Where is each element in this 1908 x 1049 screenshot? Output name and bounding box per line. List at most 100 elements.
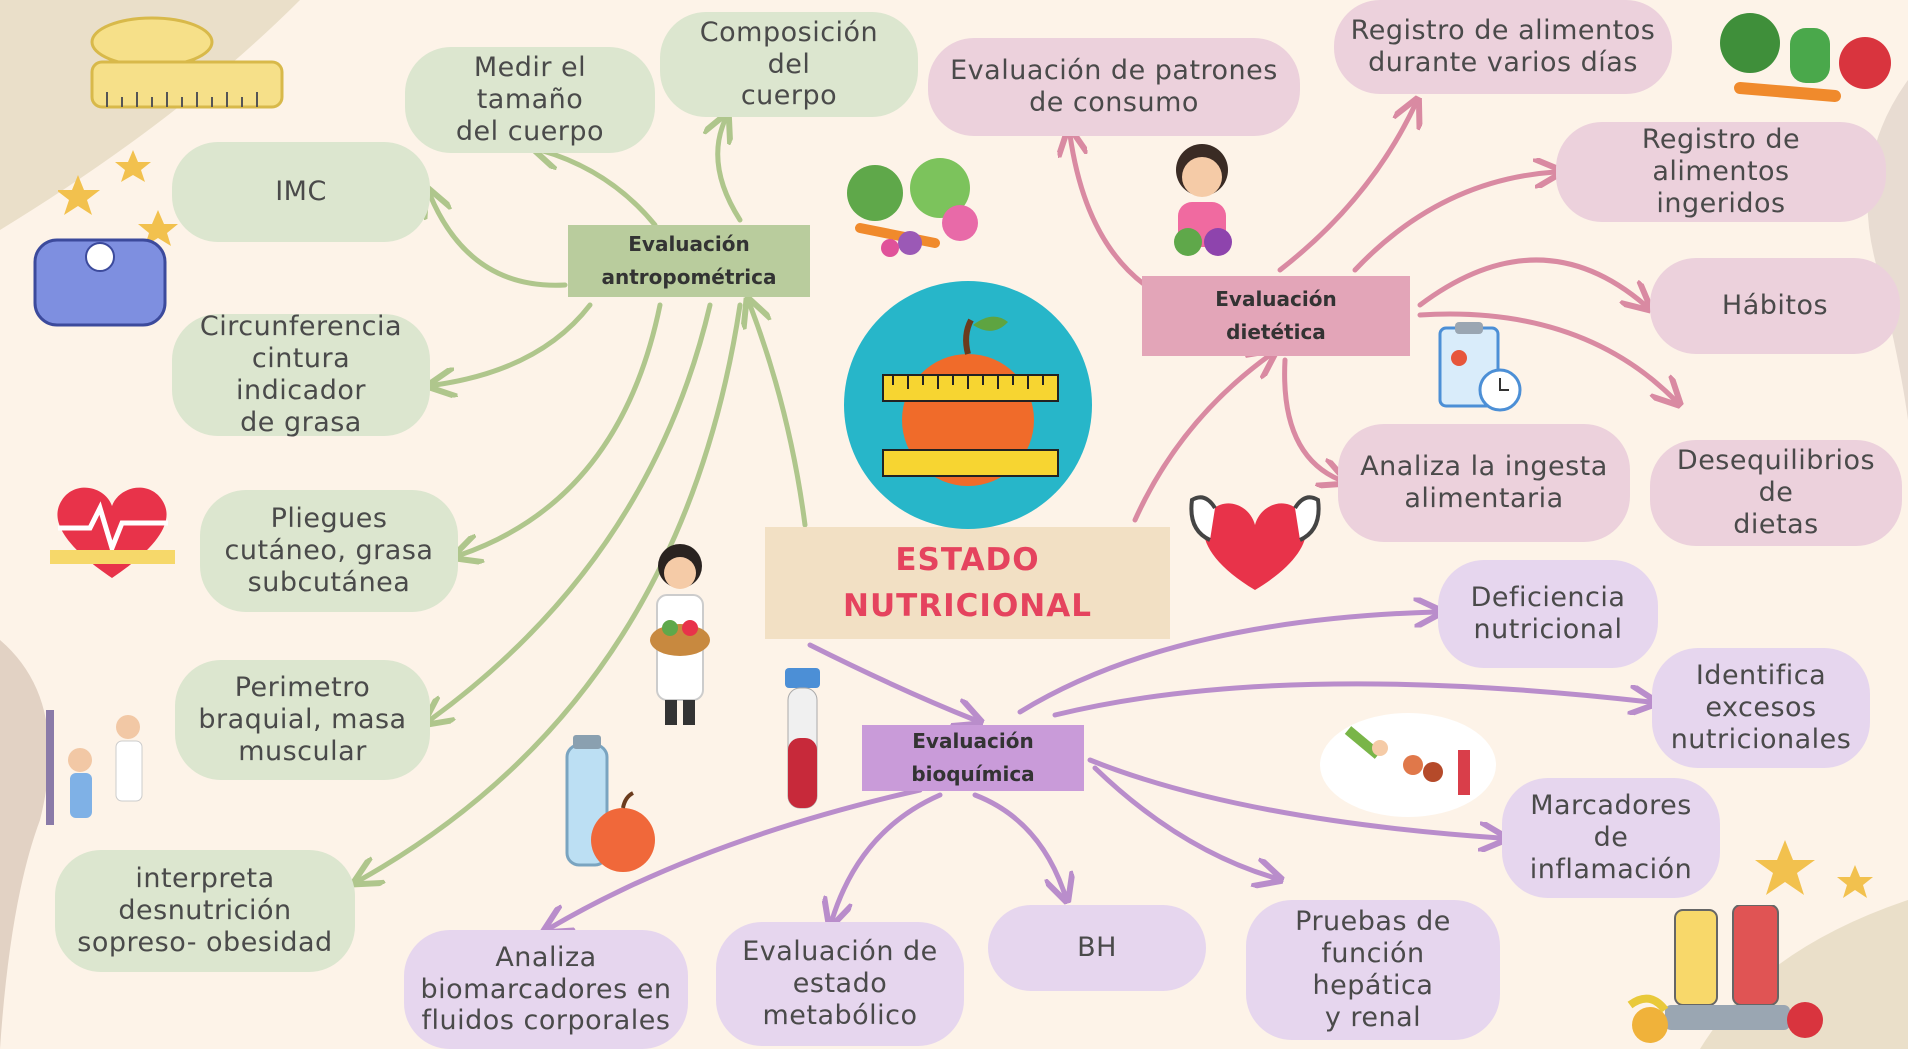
arrow-to-patrones [1070, 135, 1148, 288]
node-excesos-line1: Identifica [1695, 660, 1827, 692]
hub-bioquimica-line1: Evaluación [912, 729, 1034, 753]
node-perimetro-line2: braquial, masa [198, 704, 407, 736]
node-patrones-line1: Evaluación de patrones [950, 55, 1278, 87]
node-metabolico-line3: metabólico [762, 999, 918, 1031]
node-biomarcadores-line1: Analiza [495, 941, 597, 973]
exercise-icon [1320, 713, 1496, 817]
node-ingesta-line1: Analiza la ingesta [1360, 451, 1608, 483]
heart-pulse-icon [50, 487, 175, 578]
node-composicion-line2: cuerpo [740, 80, 838, 112]
node-biomarcadores-line3: fluidos corporales [421, 1005, 671, 1037]
hub-dietetica: Evaluación dietética [1142, 276, 1410, 356]
hub-antropometrica-line1: Evaluación [628, 232, 750, 256]
arrow-to-bh [972, 792, 1065, 895]
node-pruebas-line2: función hepática [1312, 938, 1434, 1001]
node-imc: IMC [172, 142, 430, 242]
test-tube-icon [785, 668, 820, 809]
node-interpreta-line2: desnutrición [118, 895, 292, 927]
node-metabolico-line2: estado [792, 968, 888, 1000]
arrow-center-to-bioquimica [807, 642, 975, 720]
node-ingeridos-line2: ingeridos [1656, 187, 1786, 219]
strong-heart-icon [1189, 495, 1321, 590]
node-desequilibrios-line2: dietas [1733, 508, 1819, 540]
hub-dietetica-line2: dietética [1226, 320, 1326, 344]
node-deficiencia-line2: nutricional [1473, 614, 1623, 645]
arrow-to-varios-dias [1277, 105, 1415, 273]
node-biomarcadores-line2: biomarcadores en [420, 973, 672, 1005]
doctor-with-basket-icon [650, 544, 710, 725]
center-line1: ESTADO [895, 541, 1040, 578]
hub-antropometrica: Evaluación antropométrica [568, 225, 810, 297]
arrow-to-biomarcadores [550, 787, 923, 928]
node-medir-line1: Medir el tamaño [473, 52, 587, 116]
arrow-to-habitos [1417, 257, 1645, 305]
node-circunferencia-line3: de grasa [240, 406, 362, 438]
node-pruebas-line3: y renal [1324, 1001, 1422, 1033]
arrow-center-to-antropometrica [750, 305, 808, 528]
arrow-center-to-dietetica [1132, 355, 1270, 523]
arrow-to-ingesta [1282, 357, 1340, 480]
node-medir-line2: del cuerpo [455, 115, 605, 147]
node-excesos-line3: nutricionales [1670, 723, 1852, 755]
scale-icon [33, 238, 167, 327]
node-varios-dias-line1: Registro de alimentos [1350, 15, 1656, 47]
arrow-to-composicion [718, 120, 743, 223]
height-measure-icon [46, 710, 143, 825]
node-marcadores-line1: Marcadores [1530, 790, 1692, 822]
smoothie-blender-icon [1627, 905, 1823, 1043]
node-pliegues-line2: cutáneo, grasa [224, 535, 434, 567]
arrow-to-metabolico [832, 792, 943, 920]
node-circunferencia-line1: Circunferencia [199, 311, 403, 343]
center-line2: NUTRICIONAL [843, 588, 1092, 624]
apple-tape-icon [844, 281, 1092, 529]
vegetables-icon [1720, 13, 1891, 102]
node-interpreta-line1: interpreta [135, 863, 275, 895]
node-bh: BH [988, 905, 1206, 991]
arrow-to-desequilibrios [1417, 311, 1675, 400]
arrow-to-pruebas [1092, 765, 1275, 878]
node-varios-dias-line2: durante varios días [1368, 47, 1638, 78]
node-pliegues-line3: subcutánea [247, 566, 411, 598]
node-imc-label: IMC [275, 176, 327, 208]
arrow-to-pliegues [460, 302, 663, 555]
node-interpreta-line3: sopreso- obesidad [77, 926, 333, 958]
node-deficiencia-line1: Deficiencia [1470, 582, 1626, 614]
node-desequilibrios-line1: Desequilibrios de [1676, 445, 1876, 509]
node-pruebas-line1: Pruebas de [1295, 906, 1451, 938]
node-marcadores-line2: de [1593, 822, 1629, 854]
node-excesos-line2: excesos [1705, 692, 1817, 724]
arrow-to-deficiencia [1017, 612, 1435, 715]
hub-antropometrica-line2: antropométrica [601, 265, 777, 289]
arrow-to-excesos [1052, 681, 1650, 718]
node-ingeridos-line1: Registro de alimentos [1641, 124, 1801, 188]
arrow-to-marcadores [1087, 757, 1500, 838]
node-metabolico-line1: Evaluación de [742, 936, 938, 968]
node-habitos: Hábitos [1650, 258, 1900, 354]
node-composicion-line1: Composición del [699, 16, 879, 80]
arrow-to-medir [540, 150, 658, 228]
measuring-tape-icon [90, 16, 284, 109]
node-circunferencia-line2: cintura indicador [236, 343, 366, 406]
vegetables-bowl-icon [847, 158, 978, 257]
node-patrones-line2: de consumo [1029, 87, 1199, 118]
node-bh-label: BH [1077, 932, 1117, 964]
water-bottle-apple-icon [565, 735, 655, 872]
star-icon [58, 150, 178, 246]
arrow-to-imc [430, 195, 568, 288]
hub-bioquimica: Evaluación bioquímica [862, 725, 1084, 791]
node-perimetro-line3: muscular [238, 735, 367, 767]
